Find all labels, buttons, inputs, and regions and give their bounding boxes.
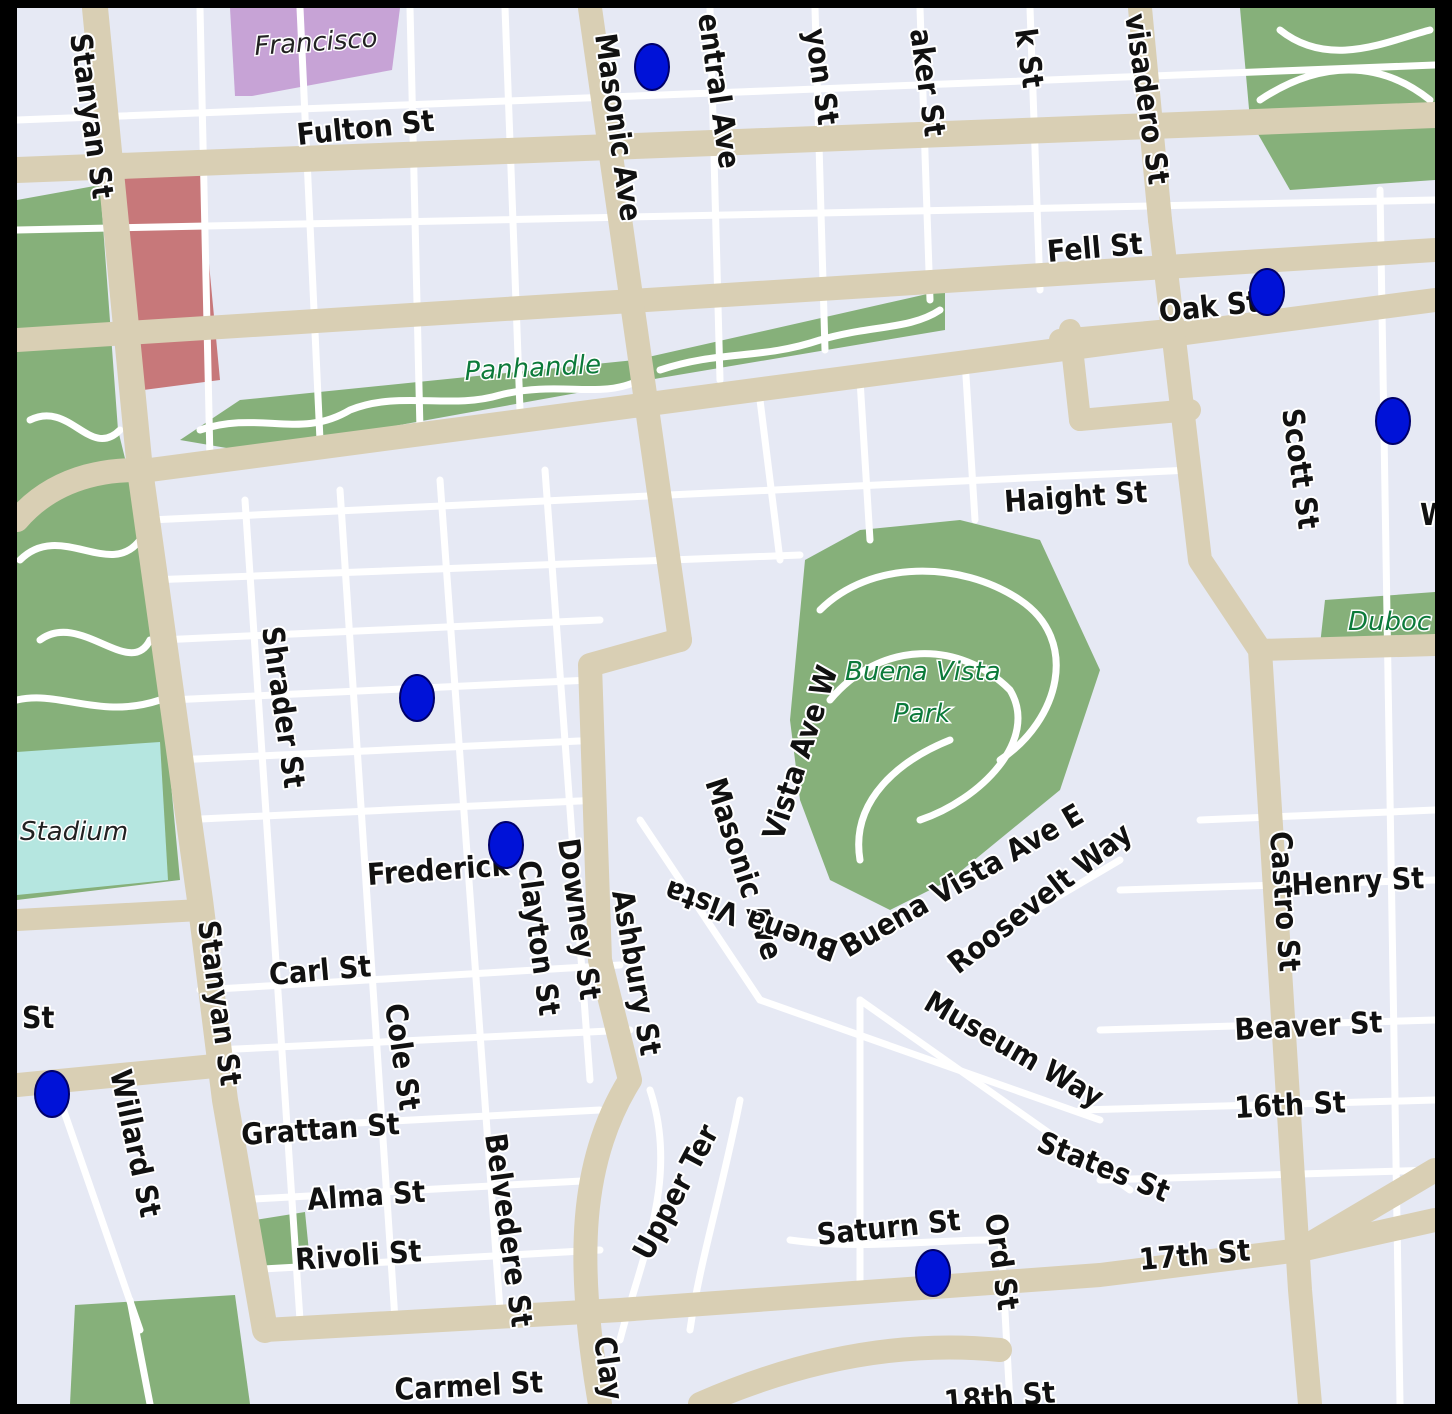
location-marker[interactable] [488,821,524,869]
location-marker[interactable] [634,43,670,91]
park-label-duboce: Duboc [1348,607,1431,637]
street-label-st-fragment: St [22,1001,54,1036]
street-label-clayton-south: Clay [586,1334,630,1403]
location-markers[interactable] [34,43,1411,1297]
street-label-w-fragment: W [1420,498,1450,533]
major-streets [17,8,1435,1404]
duboce-park [1320,592,1435,645]
panhandle-park [180,290,945,452]
park-label-buena-vista: Buena Vista [845,657,1001,687]
location-marker[interactable] [915,1249,951,1297]
location-marker[interactable] [1375,397,1411,445]
alamo-area-park [1240,8,1435,190]
district-label-stadium: Stadium [20,817,128,847]
location-marker[interactable] [34,1070,70,1118]
stadium-area [17,742,168,895]
golden-gate-park [17,185,180,900]
street-label-16th: 16th St [1234,1085,1347,1126]
location-marker[interactable] [1249,268,1285,316]
park-label-park: Park [893,699,951,729]
park-bottom-left [70,1295,250,1404]
street-label-henry: Henry St [1291,861,1426,903]
campus-area [230,8,400,96]
location-marker[interactable] [399,674,435,722]
street-label-beaver: Beaver St [1234,1005,1384,1048]
